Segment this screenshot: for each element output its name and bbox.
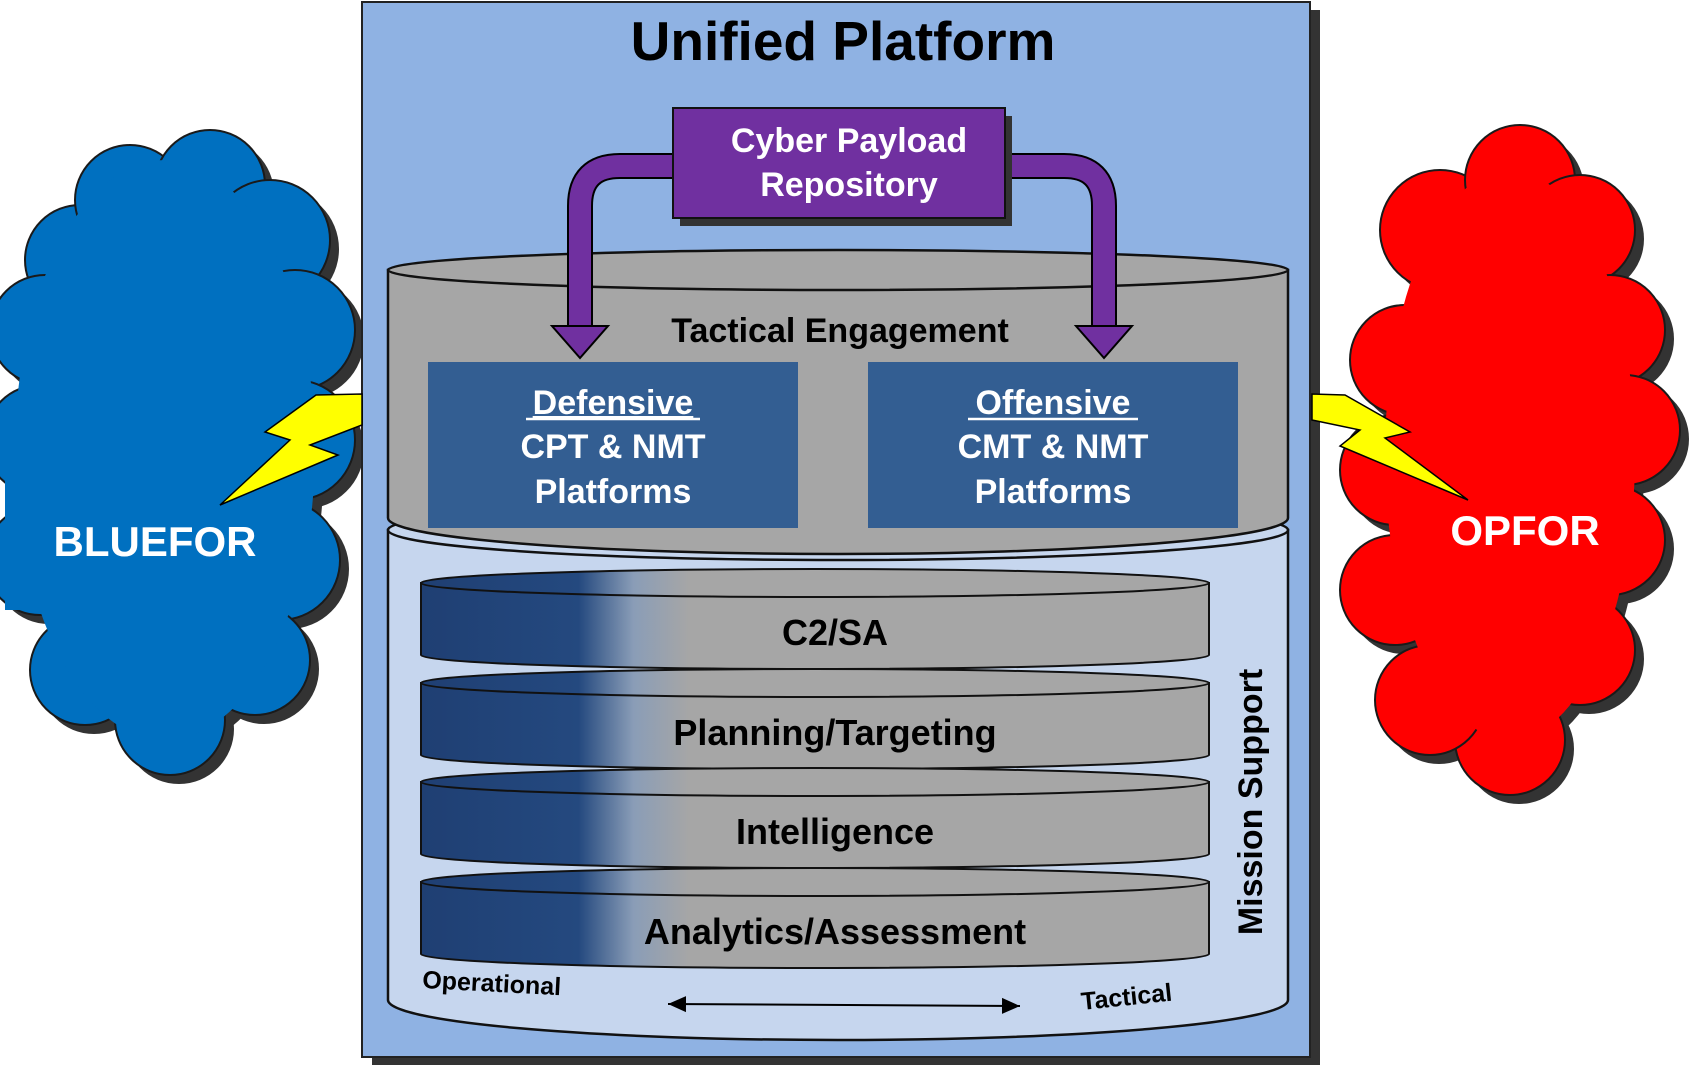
repository-line1: Cyber Payload (731, 122, 967, 160)
defensive-line2: Platforms (535, 473, 692, 511)
bluefor-cloud (0, 129, 364, 784)
offensive-line2: Platforms (975, 473, 1132, 511)
bluefor-label: BLUEFOR (54, 518, 257, 565)
cyber-payload-repository-box (672, 107, 1006, 219)
layer-label-c2-sa: C2/SA (782, 612, 888, 653)
layer-c2-sa (420, 568, 1210, 670)
layer-planning-targeting (420, 668, 1210, 770)
layer-label-intelligence: Intelligence (736, 811, 934, 852)
repository-to-defensive-arrow (549, 153, 672, 360)
bluefor-lightning-icon (219, 393, 363, 506)
repository-to-offensive-arrow (1012, 153, 1135, 360)
layer-intelligence (420, 767, 1210, 869)
offensive-line1: CMT & NMT (958, 428, 1149, 466)
defensive-heading: Defensive (533, 384, 694, 422)
defensive-line1: CPT & NMT (520, 428, 705, 466)
mission-support-label: Mission Support (1232, 669, 1270, 935)
opfor-cloud (1339, 124, 1689, 804)
opfor-label: OPFOR (1450, 507, 1599, 554)
opfor-lightning-icon (1311, 393, 1469, 501)
layer-analytics-assessment (420, 867, 1210, 969)
offensive-heading: Offensive (976, 384, 1131, 422)
repository-line2: Repository (760, 166, 938, 204)
tactical-engagement-label: Tactical Engagement (671, 312, 1009, 350)
layer-label-planning-targeting: Planning/Targeting (673, 712, 996, 753)
offensive-panel (868, 362, 1238, 528)
layer-label-analytics-assessment: Analytics/Assessment (644, 911, 1026, 952)
page-title: Unified Platform (631, 10, 1056, 72)
defensive-panel (428, 362, 798, 528)
operational-tactical-axis-arrow (667, 996, 1021, 1014)
